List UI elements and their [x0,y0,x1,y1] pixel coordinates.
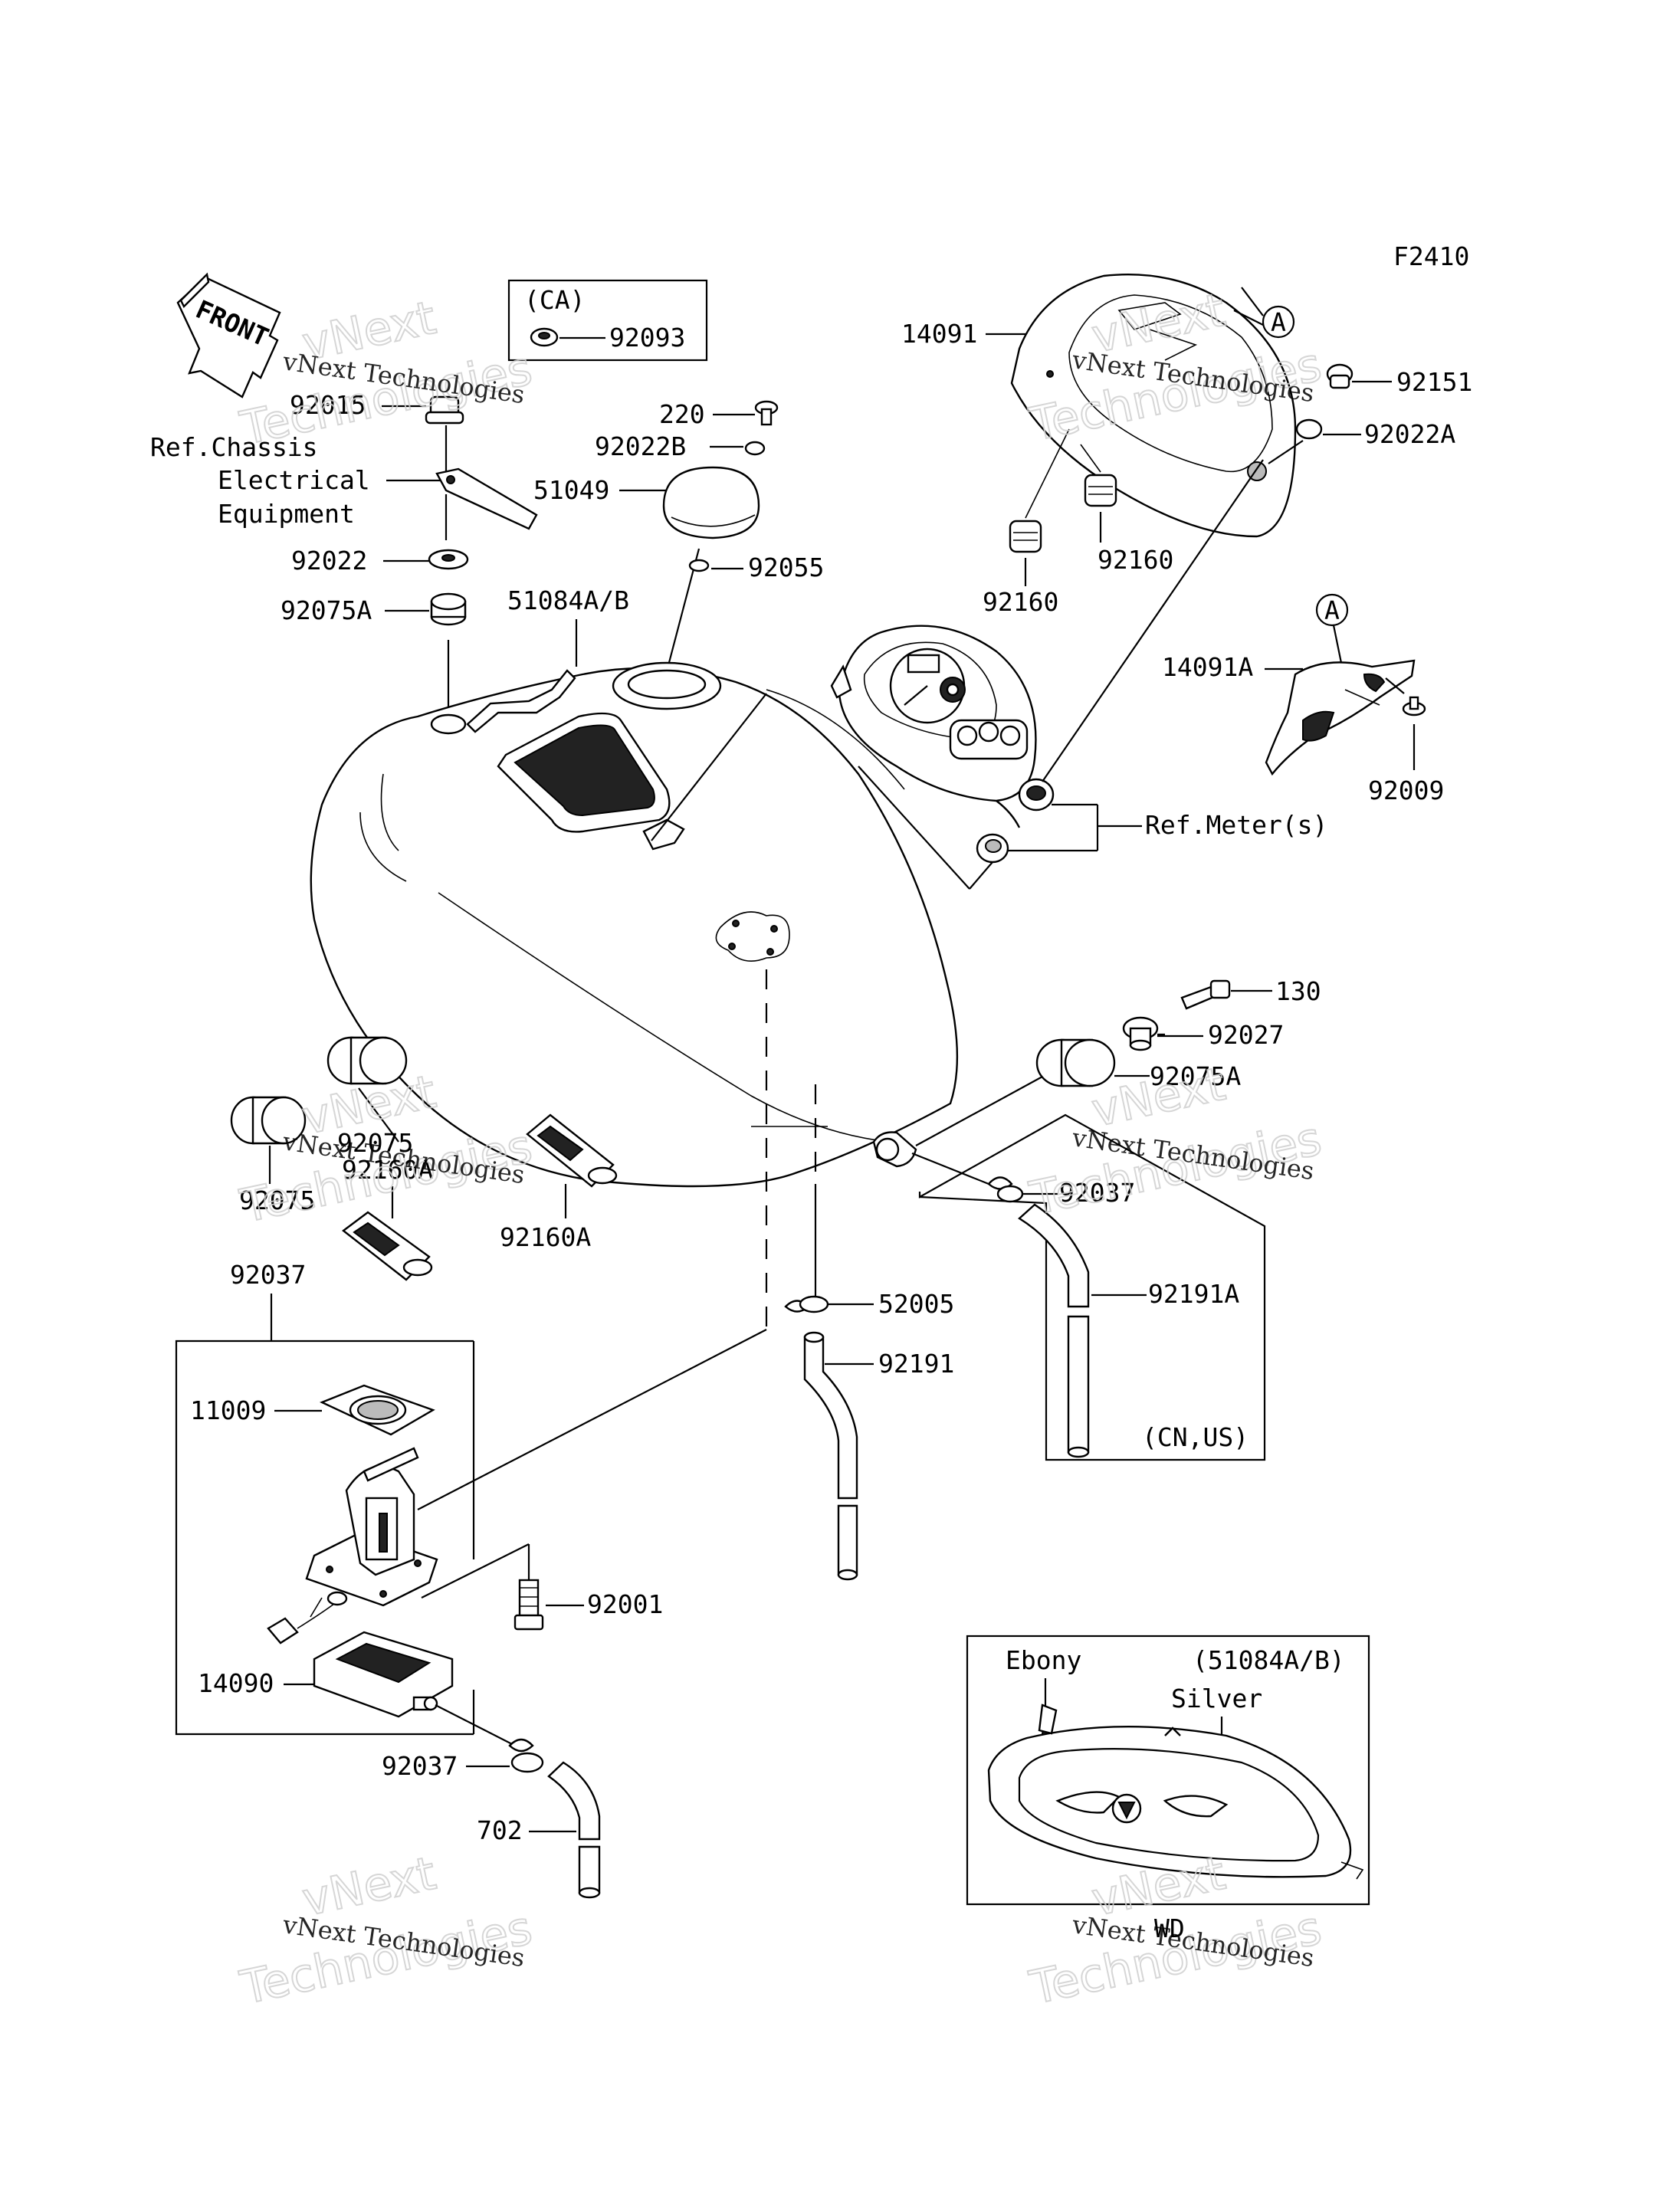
callout-92055: 92055 [748,553,824,582]
callout-92160a-mid: 92160A [500,1222,591,1252]
callout-14090: 14090 [198,1668,274,1698]
part-92022b-washer [744,441,766,456]
color-variant-box [966,1635,1370,1906]
callout-92001: 92001 [587,1589,663,1619]
callout-92075a-rear: 92075A [1150,1061,1241,1091]
callout-14091a: 14091A [1162,652,1253,682]
callout-a-circle-right [1315,593,1349,627]
part-92037-clamp-lower [508,1738,544,1773]
part-92037-clamp-upper [987,1176,1024,1203]
color-variant-label: (51084A/B) [1193,1645,1345,1675]
callout-702: 702 [477,1815,523,1845]
pump-box-left [175,1340,474,1736]
watermark-bottom-left: vNext Technologies vNext Technologies [235,1846,538,2016]
meter-grommet-lower [976,833,1009,864]
callout-92075-upper: 92075 [337,1128,413,1158]
callout-92191a: 92191A [1148,1279,1239,1309]
bracket-plate [435,467,538,530]
front-arrow-icon: FRONT [176,272,281,398]
callout-52005: 92037 [230,1260,306,1290]
fuel-pump-unit [267,1447,438,1644]
callout-92160a-upper: 92160A [342,1155,433,1185]
diagram-code: F2410 [1393,241,1469,271]
callout-92015: 92015 [290,390,366,420]
part-92015-bolt [425,395,464,425]
meter-grommet-upper [1018,778,1055,812]
callout-92191: 92191 [878,1349,954,1379]
callout-92160-right: 92160 [1098,545,1173,575]
callout-a-right: A [1324,595,1340,625]
callout-130: 130 [1275,976,1321,1006]
ref-chassis: Ref.Chassis [150,432,318,462]
tank-color-variant [987,1703,1364,1880]
meter-assembly [830,625,1037,828]
part-92055-oring [688,559,710,572]
callout-92022: 92022 [291,546,367,575]
callout-a-top: A [1271,307,1286,337]
part-92151-bolt [1326,363,1354,389]
part-92027-collar [1122,1016,1159,1051]
watermark-top-left: vNext Technologies vNext Technologies [235,290,538,457]
part-130-bolt [1180,979,1231,1010]
callout-92022b: 92022B [595,431,686,461]
part-92001-bolt [514,1579,544,1631]
part-92160-grommet-b [1084,474,1117,507]
ca-label: (CA) [524,285,585,315]
part-92160-grommet-a [1009,520,1042,553]
color-silver: Silver [1171,1684,1262,1713]
part-92022a-washer [1295,418,1323,440]
callout-14091: 14091 [901,319,977,349]
callout-51084ab: 51084A/B [507,585,629,615]
part-92009-screw [1402,696,1426,716]
part-92022-washer [428,549,469,570]
part-702-hose [547,1761,601,1899]
part-14090-filter [313,1631,454,1718]
ref-equipment: Equipment [218,499,355,529]
cn-us-box [918,1113,1266,1461]
part-92093-nut [530,327,559,347]
part-220-screw [754,400,779,426]
part-92075-damper-upper [326,1036,408,1085]
callout-220: 220 [659,399,705,429]
callout-92160-left: 92160 [983,587,1058,617]
part-92160a-grommet-upper [526,1113,618,1188]
ca-box [507,279,708,362]
ref-meters: Ref.Meter(s) [1145,810,1327,840]
part-92075a-rear-damper [1035,1038,1116,1087]
fuel-tank [310,661,959,1188]
part-92037-clamp-center [784,1295,829,1313]
part-11009-gasket [319,1384,435,1436]
part-92075-damper-lower [230,1096,307,1145]
part-92191a-hose [1018,1203,1090,1458]
callout-51049: 51049 [533,475,609,505]
callout-a-circle-top [1262,305,1295,339]
callout-92037-center: 52005 [878,1289,954,1319]
callout-92037-upper: 92037 [1059,1178,1135,1208]
cn-us-label: (CN,US) [1142,1422,1249,1452]
part-92191-hose [803,1331,858,1581]
callout-92093: 92093 [609,323,685,353]
callout-92027: 92027 [1208,1020,1284,1050]
ref-electrical: Electrical [218,465,370,495]
callout-92075-lower: 92075 [239,1185,315,1215]
callout-92075a-top: 92075A [281,595,372,625]
callout-11009: 11009 [190,1395,266,1425]
part-92075a-damper [430,592,467,626]
part-14091a-cover [1265,659,1416,776]
part-92160a-grommet-lower [342,1211,433,1281]
callout-92151: 92151 [1396,367,1472,397]
part-51049-cap [662,466,760,539]
callout-92009: 92009 [1368,776,1444,805]
callout-92037-lower: 92037 [382,1751,458,1781]
color-ebony: Ebony [1006,1645,1081,1675]
callout-92022a: 92022A [1364,419,1455,449]
wd-label: WD [1154,1913,1185,1943]
